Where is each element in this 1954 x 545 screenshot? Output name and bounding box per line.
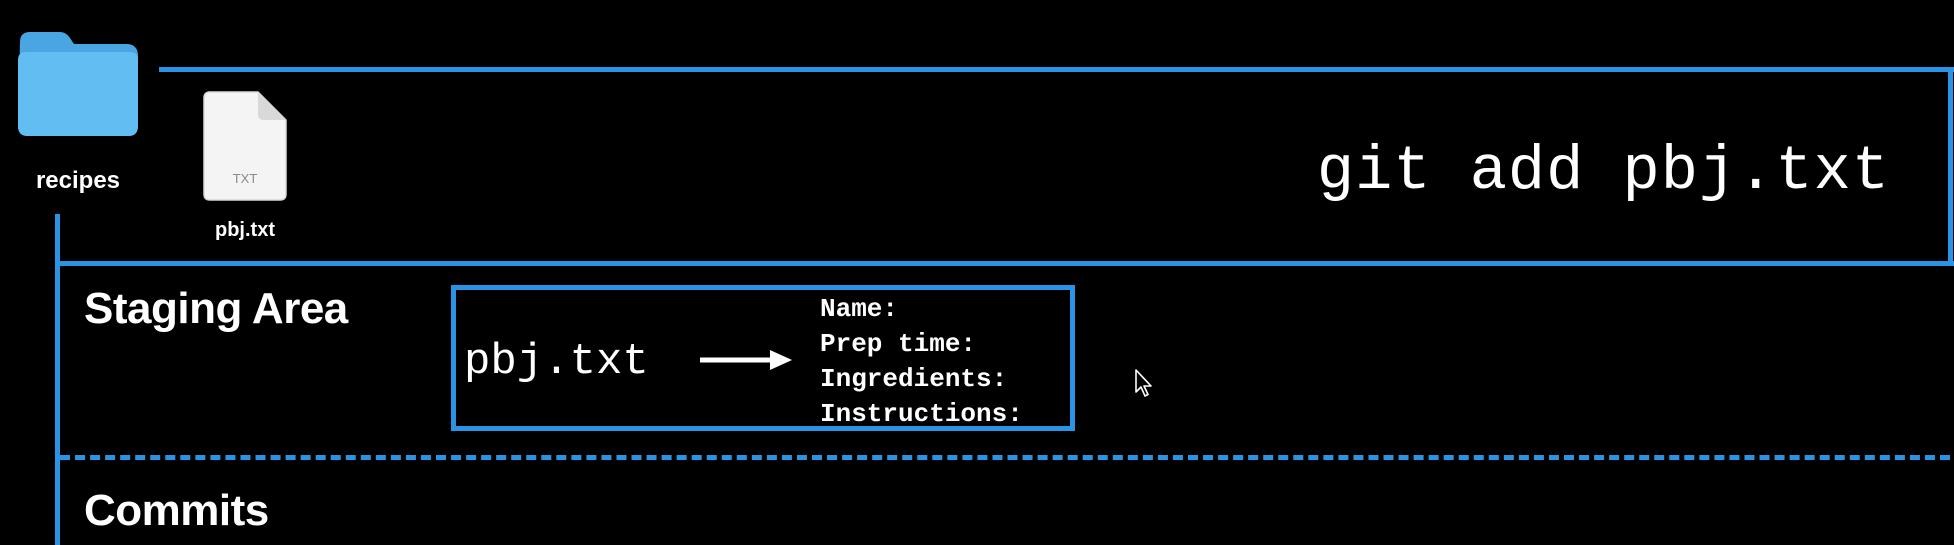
repository-left-border <box>55 214 60 545</box>
field-ingredients: Ingredients: <box>820 364 1008 394</box>
text-file-icon[interactable]: TXT <box>202 90 288 202</box>
commits-title: Commits <box>84 486 269 535</box>
arrow-right-icon <box>700 350 792 370</box>
mouse-cursor-icon <box>1135 369 1152 397</box>
git-command: git add pbj.txt <box>1316 136 1890 207</box>
file-label: pbj.txt <box>215 219 275 241</box>
staging-area-top-border <box>55 261 1954 266</box>
folder-icon[interactable] <box>14 28 142 138</box>
field-instructions: Instructions: <box>820 399 1023 429</box>
staging-area-title: Staging Area <box>84 284 348 333</box>
field-prep-time: Prep time: <box>820 329 977 359</box>
working-directory-top-border <box>159 67 1954 72</box>
field-name: Name: <box>820 294 899 324</box>
commits-divider <box>60 455 1950 460</box>
working-directory-right-border <box>1948 67 1953 265</box>
folder-label: recipes <box>35 167 121 194</box>
staged-file-name: pbj.txt <box>464 337 649 387</box>
recipe-fields: Name: Prep time: Ingredients: Instructio… <box>820 292 1023 432</box>
staged-file-box <box>451 285 1075 431</box>
file-type-badge: TXT <box>233 171 258 186</box>
